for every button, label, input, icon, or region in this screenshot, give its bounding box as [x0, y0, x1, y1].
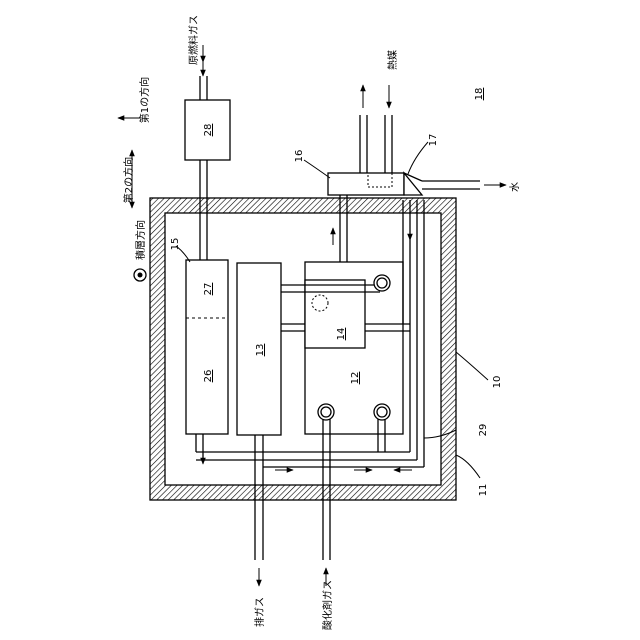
leader-11 [456, 455, 480, 478]
ref-28: 28 [203, 124, 214, 137]
second-direction-label: 第2の方向 [122, 157, 135, 203]
leader-17 [408, 142, 428, 174]
ref-10: 10 [492, 376, 503, 389]
ref-12: 12 [350, 372, 361, 385]
leader-16 [304, 160, 330, 178]
block-16 [328, 173, 404, 195]
stacking-direction-label: 積層方向 [134, 220, 147, 260]
ref-13: 13 [255, 344, 266, 357]
ref-14: 14 [336, 328, 347, 341]
oxidant-gas-label: 酸化剤ガス [321, 580, 334, 630]
first-direction-label: 第1の方向 [138, 77, 151, 123]
ref-26: 26 [203, 370, 214, 383]
block-14 [305, 280, 365, 348]
raw-fuel-gas-label: 原燃料ガス [187, 15, 200, 65]
ref-11: 11 [478, 484, 489, 497]
ref-29: 29 [478, 424, 489, 437]
ref-27: 27 [203, 283, 214, 296]
ref-18: 18 [474, 88, 485, 101]
exhaust-gas-label: 排ガス [253, 597, 266, 627]
leader-10 [456, 352, 488, 380]
water-label: 水 [509, 182, 521, 192]
ref-17: 17 [428, 134, 439, 147]
ref-16: 16 [294, 150, 305, 163]
ref-15: 15 [170, 238, 181, 251]
heat-medium-label: 熱媒 [386, 50, 399, 70]
